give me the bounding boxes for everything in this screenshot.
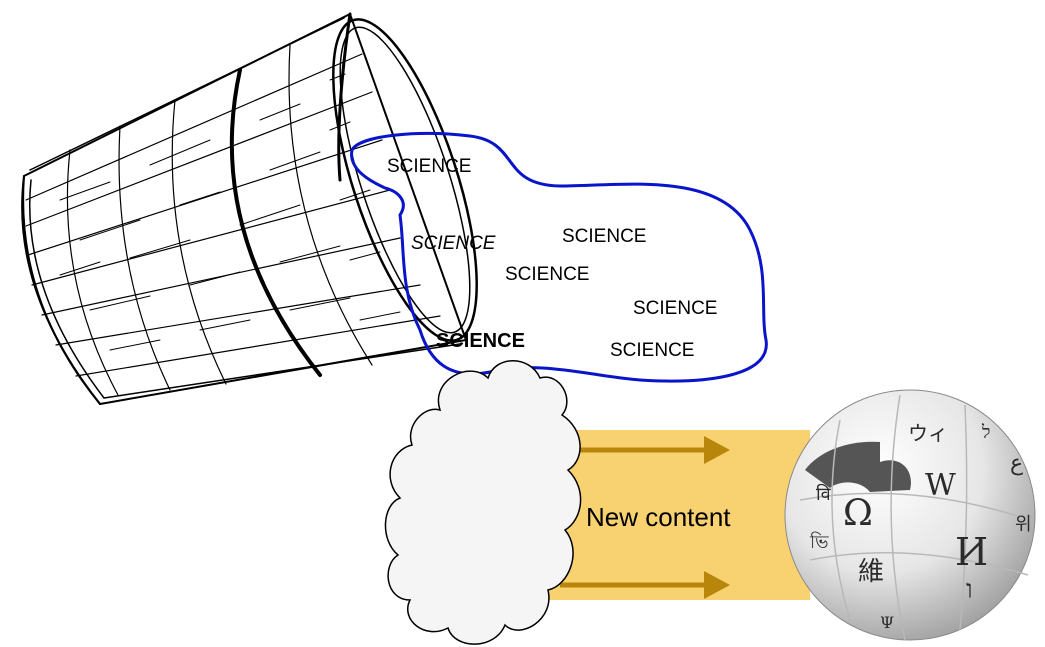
glyph-arabic: ع (1010, 451, 1023, 476)
science-label-1: SCIENCE (387, 156, 471, 177)
glyph-bengali: वि (816, 483, 832, 505)
wikipedia-globe: Ω W И 維 ウィ ו ع ভি वि 위 ל Ψ (784, 389, 1036, 641)
funnel-grain (59, 73, 401, 351)
arrowhead-bottom (704, 571, 730, 599)
science-cloud-outline (350, 132, 768, 383)
glyph-i: И (955, 530, 988, 574)
new-content-label: New content (586, 502, 731, 532)
funnel-staves (25, 53, 441, 377)
globe-puzzle-seams (799, 394, 1031, 641)
glyph-hebrew: ו (966, 575, 973, 605)
science-label-2: SCIENCE (411, 233, 496, 254)
arrow-band (545, 430, 810, 600)
globe-missing-piece (805, 441, 911, 492)
science-label-7: SCIENCE (610, 340, 694, 361)
funnel-hoop-2 (337, 12, 352, 182)
glyph-hebrew2: ל (981, 422, 990, 443)
funnel-seams (66, 44, 373, 396)
glyph-other: Ψ (880, 613, 894, 632)
glyph-korean: 위 (1015, 514, 1032, 535)
glyph-kanji: 維 (858, 557, 884, 587)
funnel-illustration (21, 12, 478, 406)
science-label-4: SCIENCE (505, 264, 589, 285)
arrowhead-top (704, 436, 730, 464)
funnel-body (22, 12, 468, 406)
glyph-devanagari: ভি (809, 532, 829, 553)
glyph-wi: ウィ (908, 421, 948, 445)
source-cloud (384, 360, 582, 645)
glyph-w: W (925, 468, 956, 503)
new-content-arrow: New content (545, 430, 810, 600)
funnel-mouth (332, 18, 478, 342)
science-label-5: SCIENCE (633, 298, 717, 319)
glyph-omega: Ω (843, 493, 873, 534)
science-label-3: SCIENCE (562, 226, 646, 247)
funnel-hoop-1 (229, 68, 322, 377)
science-labels: SCIENCE SCIENCE SCIENCE SCIENCE SCIENCE … (387, 156, 717, 361)
science-label-6: SCIENCE (436, 330, 525, 352)
